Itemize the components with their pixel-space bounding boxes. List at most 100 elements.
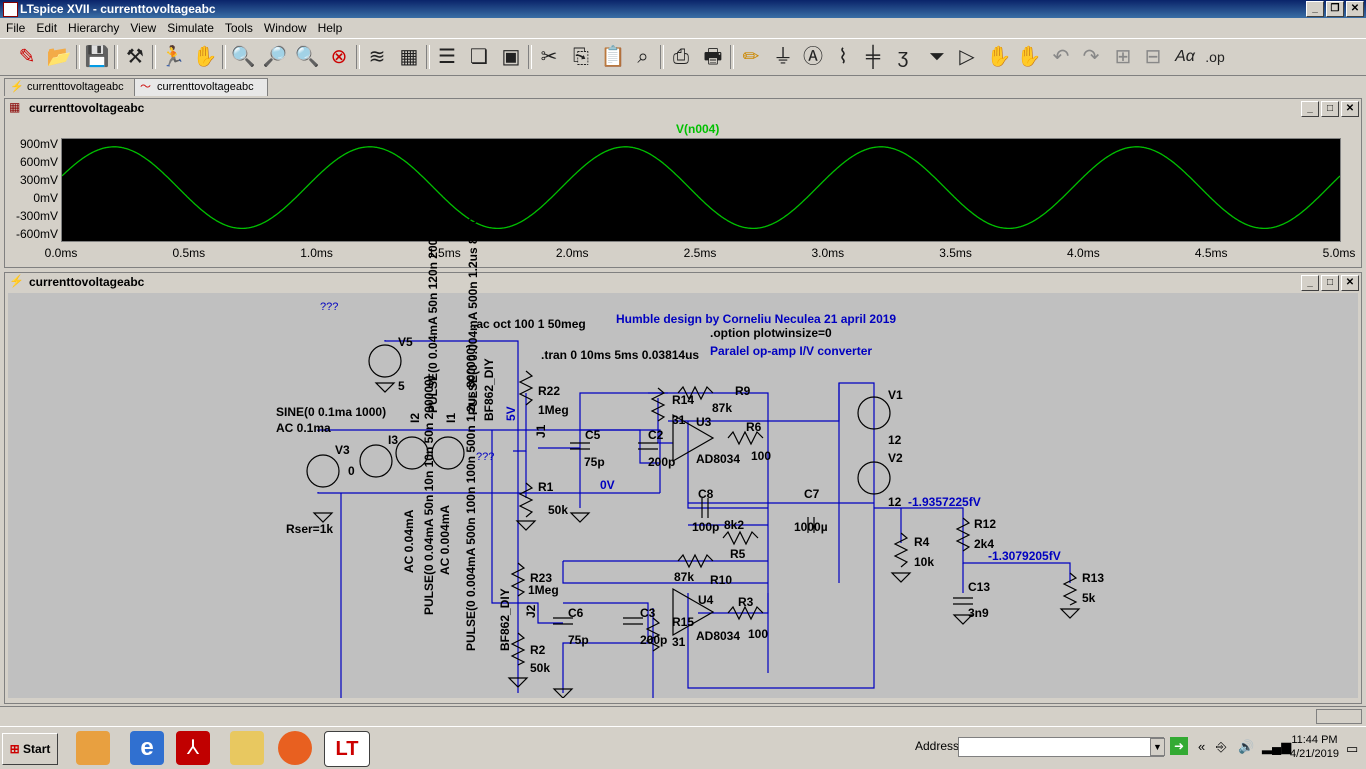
- ltspice-taskbar-icon[interactable]: LT: [324, 731, 370, 767]
- resistor-r12[interactable]: [955, 517, 971, 552]
- c7-value[interactable]: 1000µ: [794, 520, 828, 534]
- r14-value[interactable]: 31: [672, 413, 686, 427]
- node-voltage-label[interactable]: -1.3079205fV: [988, 549, 1061, 563]
- pan-icon[interactable]: 🔎: [262, 46, 288, 68]
- run-icon[interactable]: 🏃: [160, 46, 186, 68]
- r23-label[interactable]: R23: [530, 571, 553, 585]
- c6-label[interactable]: C6: [568, 606, 584, 620]
- move-hand-icon[interactable]: ✋: [986, 46, 1012, 68]
- r9-label[interactable]: R9: [735, 384, 751, 398]
- ground-icon[interactable]: ⏚: [773, 46, 793, 68]
- go-arrow-icon[interactable]: ➜: [1170, 737, 1188, 755]
- spice-directive-icon[interactable]: .op: [1205, 49, 1225, 65]
- resistor-icon[interactable]: ⌇: [838, 46, 848, 68]
- undefined-node-label[interactable]: ???: [320, 301, 339, 313]
- v2-value[interactable]: 12: [888, 495, 902, 509]
- i1-pulse-value-2[interactable]: PULSE(0 0.004mA 500n 100n 100n 500n 1.2u…: [464, 343, 478, 651]
- r4-label[interactable]: R4: [914, 535, 930, 549]
- source-v1[interactable]: [857, 396, 891, 430]
- i1-ac-value[interactable]: AC 0.004mA: [438, 504, 452, 575]
- sine-source-value[interactable]: SINE(0 0.1ma 1000): [276, 405, 387, 419]
- jfet-model-label[interactable]: BF862_DIY: [482, 358, 496, 421]
- description-comment[interactable]: Paralel op-amp I/V converter: [710, 344, 873, 358]
- node-voltage-label[interactable]: -1.9357225fV: [908, 495, 981, 509]
- r23-value[interactable]: 1Meg: [528, 583, 559, 597]
- r4-value[interactable]: 10k: [914, 555, 935, 569]
- folder-icon[interactable]: [230, 731, 264, 765]
- i3-label[interactable]: I3: [388, 433, 399, 447]
- tab-waveform[interactable]: 〜 currenttovoltageabc: [134, 78, 268, 96]
- c8-value[interactable]: 100p: [692, 520, 720, 534]
- mirror-icon[interactable]: ⊟: [1144, 46, 1162, 68]
- open-folder-icon[interactable]: 📂: [46, 46, 72, 68]
- ac-source-value[interactable]: AC 0.1ma: [276, 421, 331, 435]
- media-player-icon[interactable]: [76, 731, 110, 765]
- menu-hierarchy[interactable]: Hierarchy: [68, 21, 120, 35]
- opamp-u4[interactable]: [672, 587, 715, 637]
- schematic-close-button[interactable]: ✕: [1341, 275, 1359, 291]
- j1-label[interactable]: J1: [534, 424, 548, 438]
- r2-label[interactable]: R2: [530, 643, 546, 657]
- source-v3[interactable]: [306, 454, 340, 488]
- c2-value[interactable]: 200p: [648, 455, 676, 469]
- autorange-icon[interactable]: ≋: [368, 46, 386, 68]
- i2-pulse-value-2[interactable]: PULSE(0 0.04mA 50n 10n 10n 50n 200000): [422, 375, 436, 615]
- find-icon[interactable]: ⌕: [637, 46, 649, 68]
- r6-value[interactable]: 100: [751, 449, 772, 463]
- r13-label[interactable]: R13: [1082, 571, 1105, 585]
- resistor-r13[interactable]: [1062, 572, 1078, 606]
- i2-label[interactable]: I2: [408, 412, 422, 423]
- network-icon[interactable]: ⎆: [1216, 739, 1227, 754]
- rotate-icon[interactable]: ⊞: [1114, 46, 1132, 68]
- tray-arrow-icon[interactable]: «: [1198, 739, 1206, 754]
- v3-label[interactable]: V3: [335, 443, 350, 457]
- tran-directive[interactable]: .tran 0 10ms 5ms 0.03814us: [541, 348, 700, 362]
- source-v5[interactable]: [368, 344, 402, 378]
- credit-comment[interactable]: Humble design by Corneliu Neculea 21 apr…: [616, 312, 897, 326]
- start-button[interactable]: ⊞ Start: [2, 733, 58, 765]
- v5-value[interactable]: 5: [398, 379, 405, 393]
- close-button[interactable]: ✕: [1346, 1, 1364, 17]
- signal-icon[interactable]: ▂▄▆: [1262, 739, 1292, 754]
- r22-value[interactable]: 1Meg: [538, 403, 569, 417]
- tile-horizontal-icon[interactable]: ☰: [438, 46, 456, 68]
- source-i1[interactable]: [431, 436, 465, 470]
- r5-value[interactable]: 8k2: [724, 518, 745, 532]
- resistor-r2[interactable]: [510, 632, 526, 666]
- plot-maximize-button[interactable]: □: [1321, 101, 1339, 117]
- net-label-0v[interactable]: 0V: [600, 478, 615, 492]
- menu-window[interactable]: Window: [263, 21, 307, 35]
- resistor-r23[interactable]: [510, 562, 526, 597]
- net-label-5v[interactable]: 5V: [504, 406, 518, 421]
- i1-label[interactable]: I1: [444, 412, 458, 423]
- resistor-r4[interactable]: [893, 532, 909, 568]
- r15-value[interactable]: 31: [672, 635, 686, 649]
- fft-icon[interactable]: ▦: [399, 46, 419, 68]
- ac-directive[interactable]: .ac oct 100 1 50meg: [473, 317, 586, 331]
- r5-label[interactable]: R5: [730, 547, 746, 561]
- resistor-r15[interactable]: [645, 617, 661, 652]
- menu-view[interactable]: View: [130, 21, 157, 35]
- r10-value[interactable]: 87k: [674, 570, 695, 584]
- capacitor-icon[interactable]: ╪: [865, 46, 881, 68]
- resistor-r10[interactable]: [677, 553, 714, 569]
- text-icon[interactable]: Aα: [1175, 48, 1195, 65]
- c8-label[interactable]: C8: [698, 487, 714, 501]
- cut-icon[interactable]: ✂: [540, 46, 558, 68]
- v1-value[interactable]: 12: [888, 433, 902, 447]
- c7-label[interactable]: C7: [804, 487, 820, 501]
- r22-label[interactable]: R22: [538, 384, 561, 398]
- menu-edit[interactable]: Edit: [36, 21, 58, 35]
- r12-label[interactable]: R12: [974, 517, 997, 531]
- j2-label[interactable]: J2: [524, 604, 538, 618]
- v2-label[interactable]: V2: [888, 451, 903, 465]
- schematic-canvas[interactable]: ??? .ac oct 100 1 50meg Humble design by…: [8, 200, 1358, 698]
- u3-value[interactable]: AD8034: [696, 452, 741, 466]
- series-line[interactable]: [61, 146, 1341, 230]
- volume-icon[interactable]: 🔊: [1238, 739, 1255, 754]
- r12-value[interactable]: 2k4: [974, 537, 995, 551]
- menu-simulate[interactable]: Simulate: [167, 21, 214, 35]
- paste-icon[interactable]: 📋: [600, 46, 626, 68]
- restore-button[interactable]: ❐: [1326, 1, 1344, 17]
- c13-value[interactable]: 3n9: [968, 606, 989, 620]
